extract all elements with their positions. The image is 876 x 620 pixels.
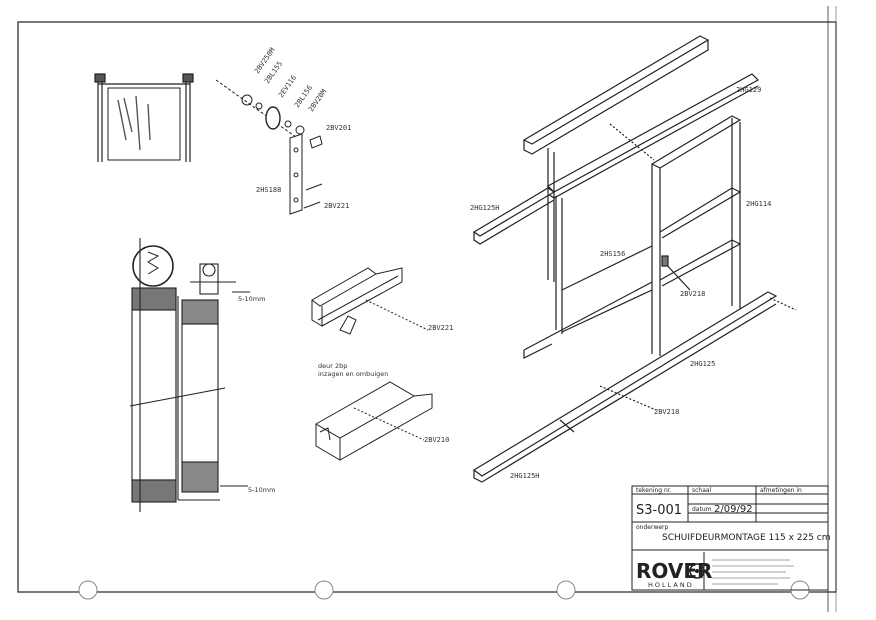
note-label: inzagen en ombuigen (318, 370, 388, 378)
part-label: 2BV221 (428, 324, 453, 332)
part-label: 2BV221 (324, 202, 349, 210)
part-label: 2BV218 (654, 408, 679, 416)
part-label: 2BV218 (680, 290, 705, 298)
drawing-number-label: tekening nr. (636, 487, 672, 494)
dimension-label: 5-10mm (238, 295, 265, 303)
part-label: 2BV210 (424, 436, 449, 444)
subject-label: onderwerp (636, 524, 669, 531)
punch-hole (556, 580, 576, 600)
punch-hole (314, 580, 334, 600)
part-label: 2HG125H (510, 472, 540, 480)
part-label: 2HG114 (746, 200, 771, 208)
part-label: 2HG125H (470, 204, 500, 212)
door-front-thumbnail (94, 73, 194, 162)
brand-subtitle: HOLLAND (648, 581, 694, 589)
isometric-door-frame (472, 35, 797, 483)
dimensions-label: afmetingen in (760, 487, 802, 494)
part-label: 2HS188 (256, 186, 281, 194)
part-label: 2HG129 (736, 86, 761, 94)
note-label: deur 2bp (318, 362, 347, 370)
hanger-assembly (215, 79, 323, 215)
title-block (631, 485, 829, 591)
scale-label: schaal (692, 487, 712, 494)
brand-emblem-icon (689, 563, 705, 579)
drawing-number: S3-001 (636, 503, 682, 518)
part-label: 2HG125 (690, 360, 715, 368)
door-section-view (129, 238, 250, 512)
date-label: datum (692, 506, 712, 513)
part-label: 2BV201 (326, 124, 351, 132)
channel-profile-lower (314, 381, 433, 461)
punch-hole (78, 580, 98, 600)
brand-logo-text: ROVER (636, 559, 712, 583)
drawing-subject: SCHUIFDEURMONTAGE 115 x 225 cm (662, 533, 831, 543)
company-address-lines (712, 559, 794, 585)
dimension-label: 5-10mm (248, 486, 275, 494)
drawing-date: 2/09/92 (714, 504, 753, 515)
channel-profile-upper (311, 267, 429, 335)
part-label: 2HS156 (600, 250, 625, 258)
